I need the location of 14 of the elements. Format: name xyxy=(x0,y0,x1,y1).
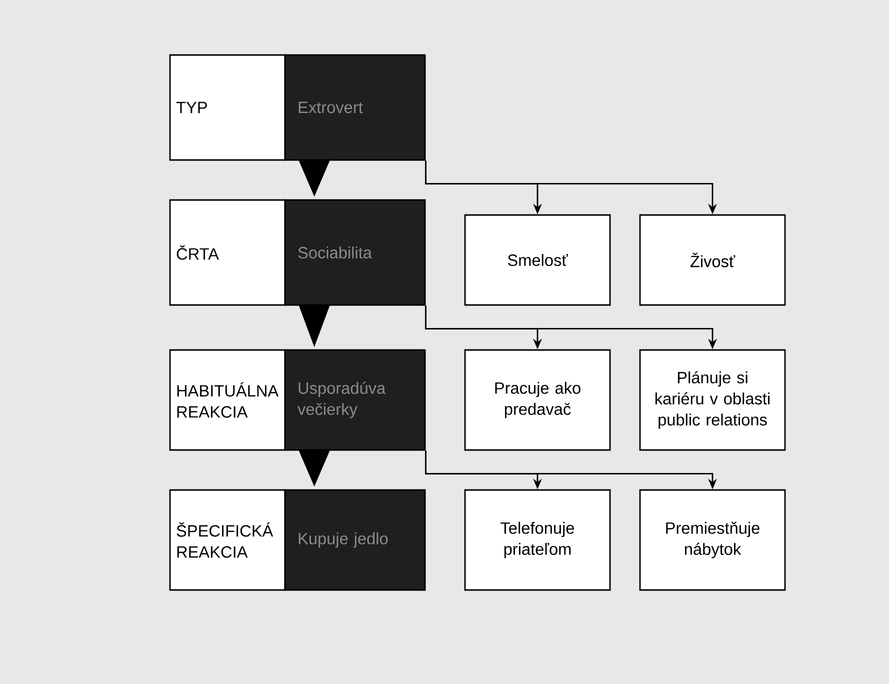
example-box: Extrovert xyxy=(284,54,426,161)
example-box: Sociabilita xyxy=(284,199,426,306)
example-box: Telefonuje priateľom xyxy=(464,489,611,591)
example-box: Premiestňuje nábytok xyxy=(639,489,786,591)
level-box: ČRTA xyxy=(169,199,286,306)
example-box: Kupuje jedlo xyxy=(284,489,426,591)
example-box: Živosť xyxy=(639,214,786,306)
example-box: Plánuje si kariéru v oblasti public relations xyxy=(639,349,786,451)
level-box: ŠPECIFICKÁ REAKCIA xyxy=(169,489,286,591)
level-box: TYP xyxy=(169,54,286,161)
level-box: HABITUÁLNA REAKCIA xyxy=(169,349,286,451)
example-box: Pracuje ako predavač xyxy=(464,349,611,451)
example-box: Usporadúva večierky xyxy=(284,349,426,451)
example-box: Smelosť xyxy=(464,214,611,306)
